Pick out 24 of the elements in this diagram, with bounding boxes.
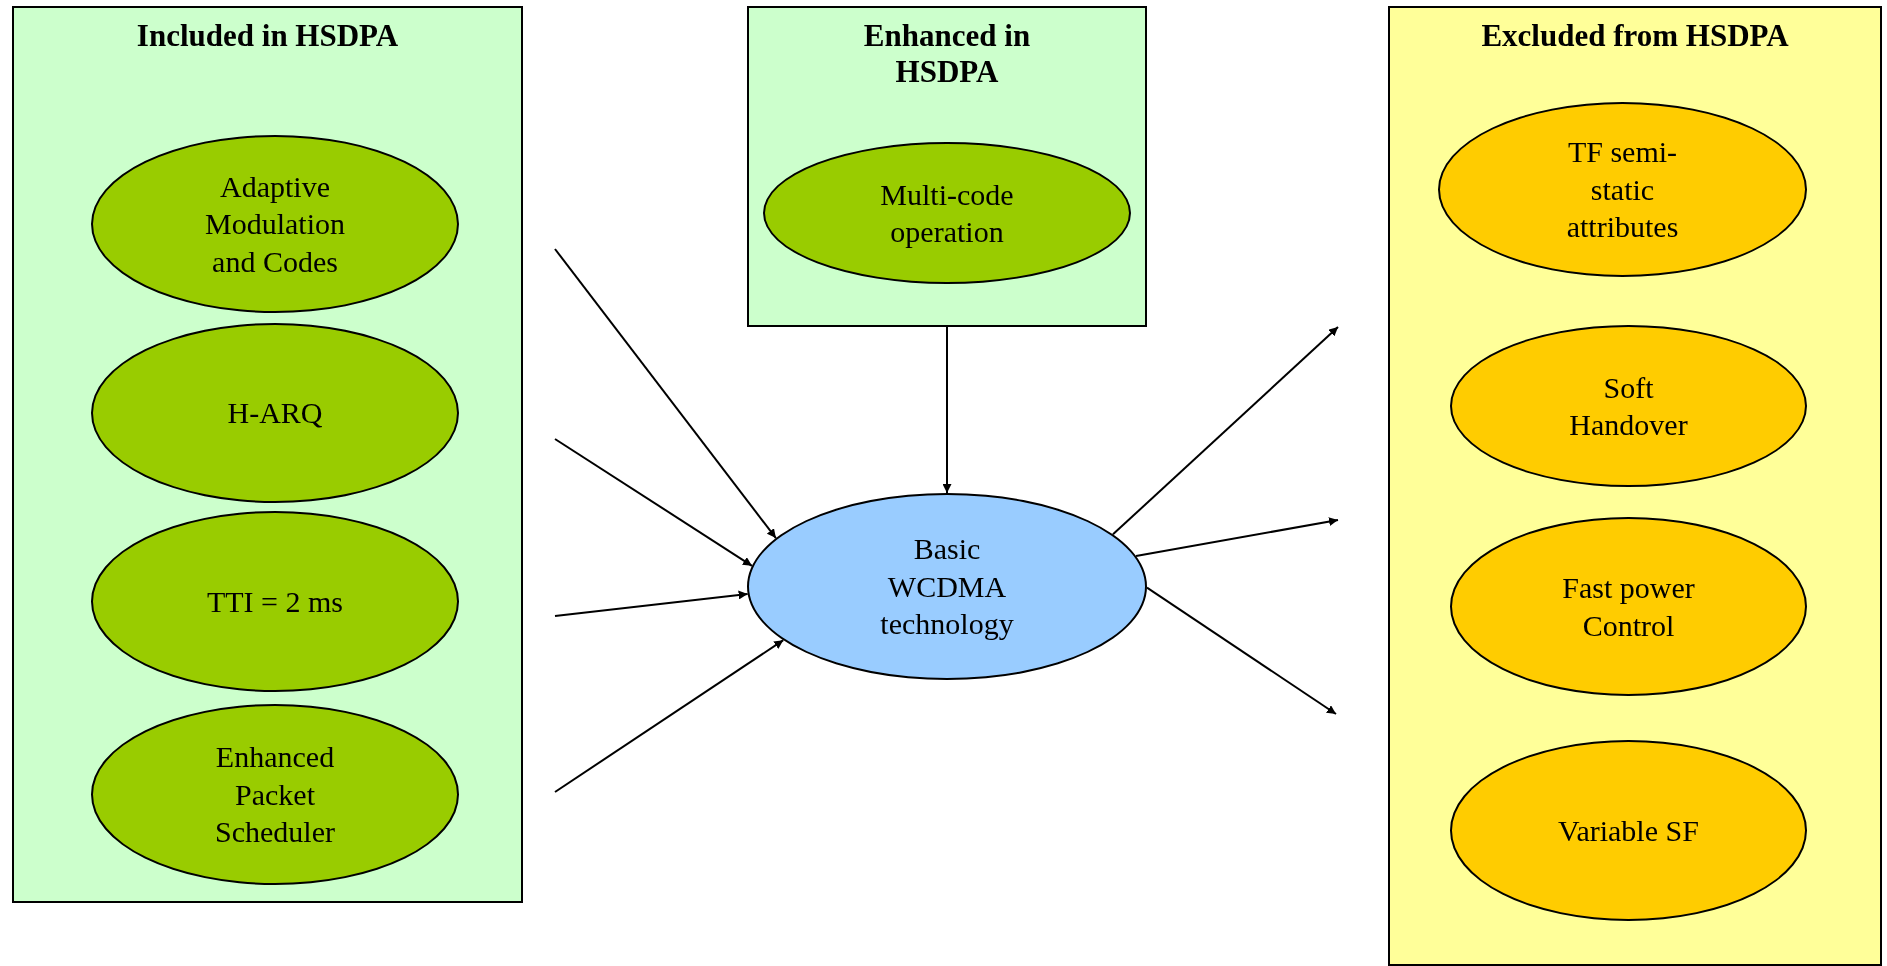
feature-label: Multi-code operation [879, 176, 1015, 250]
panel-heading: Enhanced in HSDPA [862, 18, 1032, 90]
arrow [554, 590, 749, 617]
group-panel [747, 6, 1147, 327]
feature-label: Variable SF [1558, 812, 1699, 849]
panel-heading: Excluded from HSDPA [1481, 18, 1789, 54]
feature-label: H-ARQ [227, 395, 323, 432]
arrow [554, 639, 785, 793]
arrow [1146, 586, 1337, 715]
group-panel [12, 6, 523, 903]
feature-label: Adaptive Modulation and Codes [204, 168, 346, 280]
arrow [1112, 326, 1339, 536]
feature-label: Basic WCDMA technology [879, 531, 1015, 643]
feature-label: Fast power Control [1561, 570, 1696, 644]
arrow [1135, 517, 1339, 557]
feature-label: Enhanced Packet Scheduler [214, 739, 336, 851]
arrow [554, 248, 777, 540]
feature-label: TF semi-static attributes [1565, 134, 1680, 246]
feature-label: Soft Handover [1568, 369, 1689, 443]
panel-heading: Included in HSDPA [136, 18, 399, 54]
feature-label: TTI = 2 ms [206, 583, 344, 620]
arrow [942, 326, 952, 494]
arrow [554, 438, 753, 567]
group-panel [1388, 6, 1882, 966]
